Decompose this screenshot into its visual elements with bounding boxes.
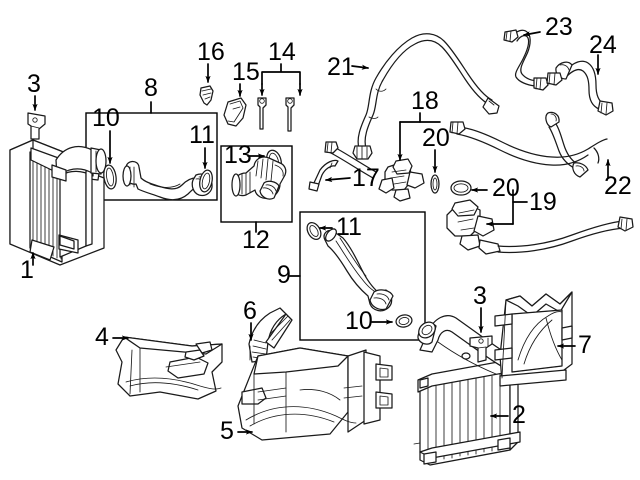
part-clip-bracket: [223, 97, 247, 127]
callout-label-20a: 20: [422, 124, 450, 152]
part-water-pump-valve: [324, 141, 440, 202]
callout-label-6: 6: [243, 297, 257, 325]
callout-label-15: 15: [232, 58, 260, 86]
part-bracket-lower-right: [469, 335, 493, 363]
callout-label-19: 19: [529, 188, 557, 216]
callout-label-22: 22: [604, 172, 632, 200]
part-coolant-hose-curved: [546, 60, 614, 116]
callout-label-7: 7: [578, 331, 592, 359]
group-box-9: [289, 211, 426, 341]
part-coolant-hose-long: [352, 33, 500, 160]
callout-label-12: 12: [242, 226, 270, 254]
callout-label-10a: 10: [92, 104, 120, 132]
part-charge-air-hose-upper: [103, 160, 213, 201]
part-connector-assembly: [231, 149, 287, 200]
callout-label-17: 17: [352, 164, 380, 192]
callout-label-18: 18: [411, 87, 439, 115]
part-air-duct-lower: [237, 347, 393, 441]
callout-label-1: 1: [20, 256, 34, 284]
part-charge-air-hose-lower: [306, 222, 413, 328]
part-intercooler-left: [9, 112, 107, 266]
part-coolant-hose-short: [503, 29, 549, 91]
part-bolt-pair: [257, 63, 303, 132]
part-coolant-line-branch: [449, 111, 608, 178]
part-intercooler-right: [413, 315, 521, 466]
callout-label-3b: 3: [473, 282, 487, 310]
callout-label-24: 24: [589, 31, 617, 59]
callout-label-2: 2: [512, 401, 526, 429]
callout-label-11b: 11: [336, 213, 362, 241]
callout-label-21: 21: [327, 53, 355, 81]
callout-label-13: 13: [224, 141, 252, 169]
callout-label-11a: 11: [189, 121, 215, 149]
callout-label-20b: 20: [492, 174, 520, 202]
callout-label-9: 9: [277, 261, 291, 289]
part-air-duct-left: [115, 336, 223, 400]
callout-label-5: 5: [220, 417, 234, 445]
part-air-shroud-right: [494, 291, 573, 387]
callout-label-10b: 10: [345, 307, 373, 335]
callout-label-4: 4: [95, 323, 109, 351]
part-air-guide-small: [248, 307, 293, 363]
group-box-12-13: [220, 145, 293, 233]
callout-label-14: 14: [268, 38, 296, 66]
callout-label-23: 23: [545, 13, 573, 41]
part-coolant-elbow: [308, 159, 339, 192]
callout-label-8: 8: [144, 74, 158, 102]
callout-label-3a: 3: [27, 70, 41, 98]
callout-leaders: [30, 31, 611, 435]
part-expansion-rivet: [199, 85, 214, 106]
part-auxiliary-water-pump: [446, 180, 634, 255]
callout-label-16: 16: [197, 38, 225, 66]
